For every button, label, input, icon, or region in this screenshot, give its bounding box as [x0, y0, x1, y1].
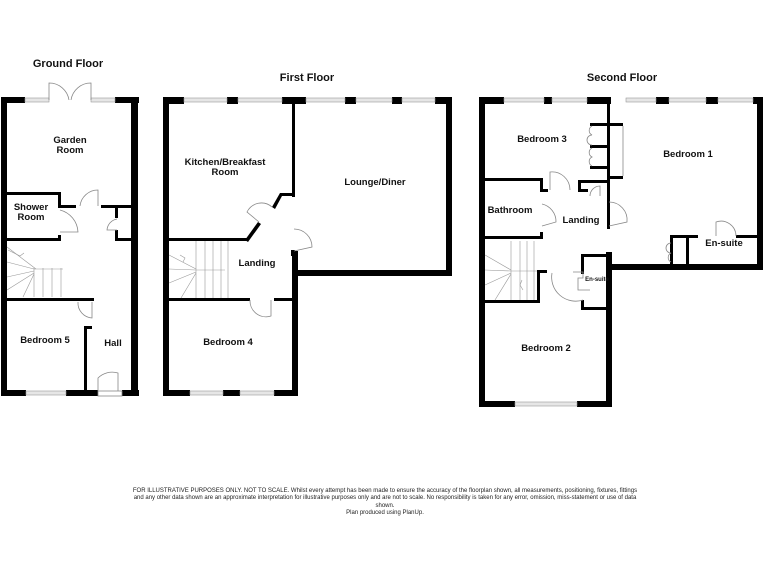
window — [237, 97, 283, 103]
small-ensuite-label: En-suite — [585, 277, 609, 283]
bedroom5-door — [77, 301, 93, 319]
ground-floor-doors — [48, 82, 123, 397]
window — [514, 401, 578, 407]
ensuite-door — [715, 220, 737, 237]
bedroom4-label: Bedroom 4 — [203, 337, 253, 348]
kitchen-label: Kitchen/Breakfast — [185, 157, 267, 168]
ground-floor-plan: Ground Floor — [1, 58, 139, 397]
window — [24, 97, 50, 103]
french-door-right — [70, 82, 92, 101]
window — [90, 97, 116, 103]
window — [551, 97, 588, 103]
bedroom2-label: Bedroom 2 — [521, 343, 571, 354]
window — [717, 97, 754, 103]
garden-room-label: Garden — [53, 135, 86, 146]
second-floor-windows — [503, 97, 754, 407]
window — [668, 97, 707, 103]
disclaimer-line-3: shown. — [375, 502, 395, 509]
first-floor-walls — [163, 97, 452, 396]
second-floor-plan: Second Floor — [479, 72, 763, 407]
window — [189, 390, 224, 396]
ensuite-label: En-suite — [705, 238, 742, 249]
cupboard-door — [589, 185, 601, 197]
landing-label: Landing — [239, 258, 276, 269]
lounge-diner-label: Lounge/Diner — [344, 177, 406, 188]
hall-label: Hall — [104, 338, 121, 349]
window — [239, 390, 275, 396]
second-floor-doors — [541, 125, 737, 302]
landing-label: Landing — [563, 215, 600, 226]
garden-room-door — [79, 189, 99, 207]
bathroom-door — [541, 203, 557, 227]
bathroom-label: Bathroom — [488, 205, 533, 216]
bedroom2-door — [551, 272, 584, 302]
ensuite-cupboard-door — [665, 242, 672, 263]
disclaimer-line-4: Plan produced using PlanUp. — [346, 510, 424, 517]
ground-floor-stairs — [6, 246, 63, 298]
cupboard-door — [106, 218, 118, 231]
first-floor-windows — [183, 97, 436, 396]
kitchen-label-2: Room — [212, 167, 239, 178]
small-ensuite-door — [573, 271, 590, 291]
shower-room-label-2: Room — [18, 212, 45, 223]
second-floor-walls — [479, 97, 763, 407]
kitchen-door — [246, 202, 273, 223]
window — [25, 390, 67, 396]
disclaimer-text: FOR ILLUSTRATIVE PURPOSES ONLY. NOT TO S… — [110, 488, 660, 518]
bedroom4-door — [249, 299, 272, 318]
window — [625, 97, 657, 103]
ground-floor-title: Ground Floor — [33, 58, 104, 70]
second-floor-title: Second Floor — [587, 72, 658, 84]
first-floor-doors — [246, 202, 313, 318]
bedroom3-door — [549, 171, 571, 191]
window — [401, 97, 436, 103]
first-floor-stairs — [168, 241, 229, 299]
shower-room-door — [59, 209, 79, 233]
bedroom1-label: Bedroom 1 — [663, 149, 713, 160]
window — [183, 97, 228, 103]
wardrobe-door — [586, 125, 593, 146]
second-floor-stairs — [484, 241, 537, 301]
bedroom1-door — [608, 201, 628, 227]
lounge-door — [293, 228, 313, 252]
window — [355, 97, 393, 103]
front-door-sill — [97, 390, 123, 397]
first-floor-plan: First Floor — [163, 72, 452, 396]
disclaimer-line-2: and any other data shown are an approxim… — [133, 495, 637, 502]
bedroom5-label: Bedroom 5 — [20, 335, 70, 346]
garden-room-label-2: Room — [57, 145, 84, 156]
wardrobe-door — [588, 147, 593, 167]
bedroom3-label: Bedroom 3 — [517, 134, 567, 145]
first-floor-title: First Floor — [280, 72, 335, 84]
front-door — [97, 371, 119, 391]
window — [503, 97, 545, 103]
disclaimer-line-1: FOR ILLUSTRATIVE PURPOSES ONLY. NOT TO S… — [132, 488, 638, 494]
french-door-left — [48, 82, 70, 101]
window — [305, 97, 346, 103]
ground-floor-walls — [1, 97, 139, 396]
shower-room-label: Shower — [14, 202, 49, 213]
